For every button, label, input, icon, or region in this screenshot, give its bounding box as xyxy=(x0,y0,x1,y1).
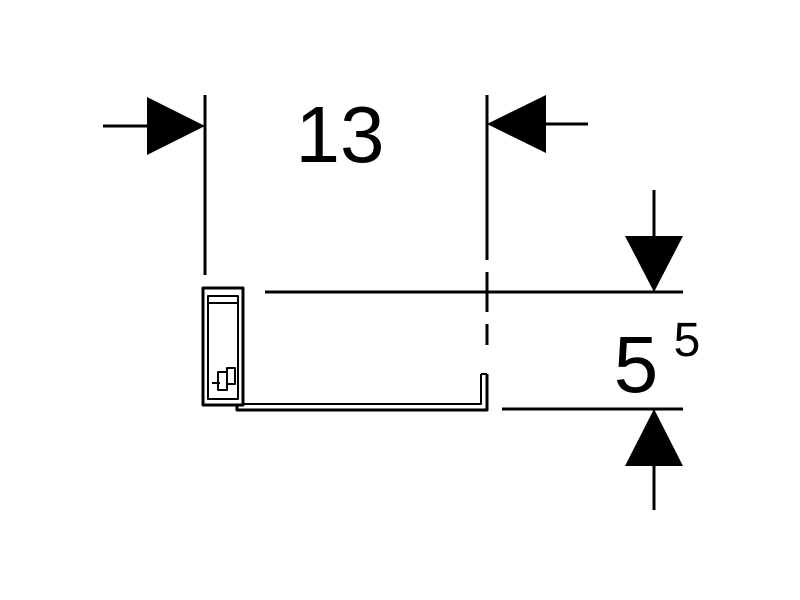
profile-tray xyxy=(235,374,489,412)
profile-inner-wall xyxy=(207,295,239,400)
profile-tray-inner xyxy=(243,374,482,405)
height-label-superscript: 5 xyxy=(674,314,701,367)
width-right-arrow-icon xyxy=(487,95,588,153)
width-label: 13 xyxy=(296,90,385,179)
profile-clip-icon xyxy=(212,367,236,391)
height-dimension: 5 5 xyxy=(265,190,700,510)
width-dimension: 13 xyxy=(103,90,588,345)
object-profile xyxy=(201,286,489,412)
width-left-arrow-icon xyxy=(103,97,205,155)
height-label: 5 xyxy=(614,320,659,409)
height-top-arrow-icon xyxy=(625,190,683,292)
profile-outer-wall xyxy=(201,286,245,407)
height-bottom-arrow-icon xyxy=(625,409,683,510)
